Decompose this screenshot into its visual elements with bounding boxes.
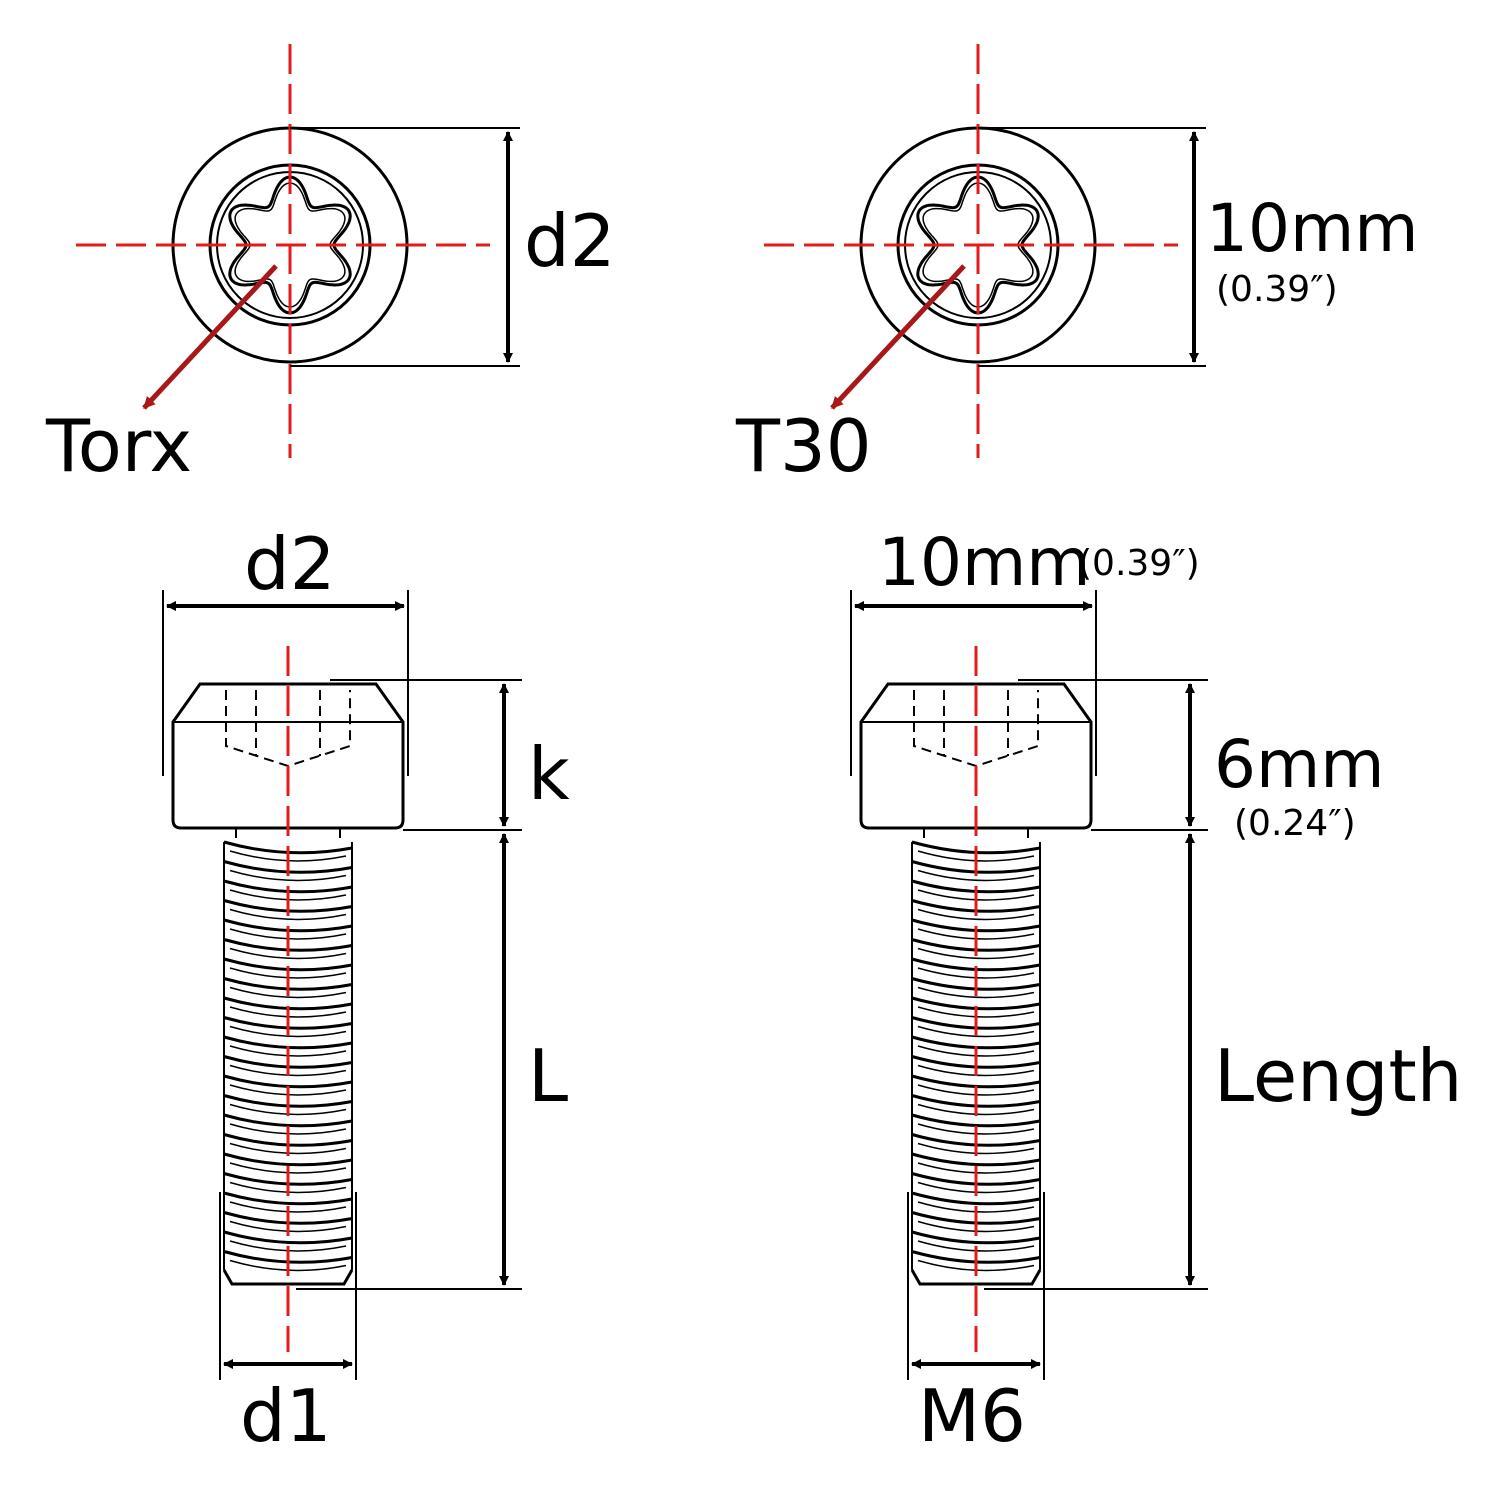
top-left-head-view (76, 44, 520, 458)
thread-crest (911, 1113, 1041, 1128)
top-left-dimension-label: d2 (524, 199, 616, 283)
thread-root (917, 1025, 1035, 1038)
head-diameter-value: 10mm (878, 524, 1091, 601)
head-height-value: 6mm (1214, 726, 1385, 803)
thread-crest (223, 1074, 353, 1089)
drive-size-label: T30 (736, 404, 872, 488)
bottom-left-side-view (162, 590, 522, 1380)
head-diameter-label: d2 (244, 522, 336, 606)
thread-crest (911, 1230, 1041, 1245)
thread-root (229, 947, 347, 960)
drive-pointer-arrow (830, 264, 966, 410)
thread-root (229, 908, 347, 921)
thread-crest (911, 1191, 1041, 1206)
thread-crest (223, 1230, 353, 1245)
thread-crest (223, 1113, 353, 1128)
length-value: Length (1214, 1034, 1463, 1118)
thread-crest (911, 1152, 1041, 1167)
top-right-head-view (764, 44, 1206, 458)
thread-size-value: M6 (918, 1374, 1026, 1458)
thread-root (229, 1025, 347, 1038)
head-height-label: k (528, 732, 570, 816)
top-right-dimension-inch: (0.39″) (1216, 269, 1338, 310)
thread-root (229, 986, 347, 999)
screw-tip (910, 1269, 1042, 1286)
thread-crest (223, 1152, 353, 1167)
thread-diameter-label: d1 (240, 1374, 332, 1458)
top-right-dimension-label: 10mm (1206, 190, 1419, 267)
thread-crest (911, 1074, 1041, 1089)
screw-head-outline (859, 682, 1093, 830)
head-diameter-inch: (0.39″) (1078, 543, 1200, 584)
thread-root (917, 947, 1035, 960)
thread-root (917, 869, 1035, 882)
drive-pointer-arrow (142, 264, 278, 410)
thread-root (917, 908, 1035, 921)
drive-type-label: Torx (46, 404, 193, 488)
screw-head-outline (171, 682, 405, 830)
length-label: L (528, 1034, 569, 1118)
thread-root (229, 869, 347, 882)
thread-root (917, 986, 1035, 999)
head-height-inch: (0.24″) (1234, 803, 1356, 844)
screw-tip (222, 1269, 354, 1286)
bottom-right-side-view (850, 590, 1208, 1380)
thread-crest (223, 1191, 353, 1206)
